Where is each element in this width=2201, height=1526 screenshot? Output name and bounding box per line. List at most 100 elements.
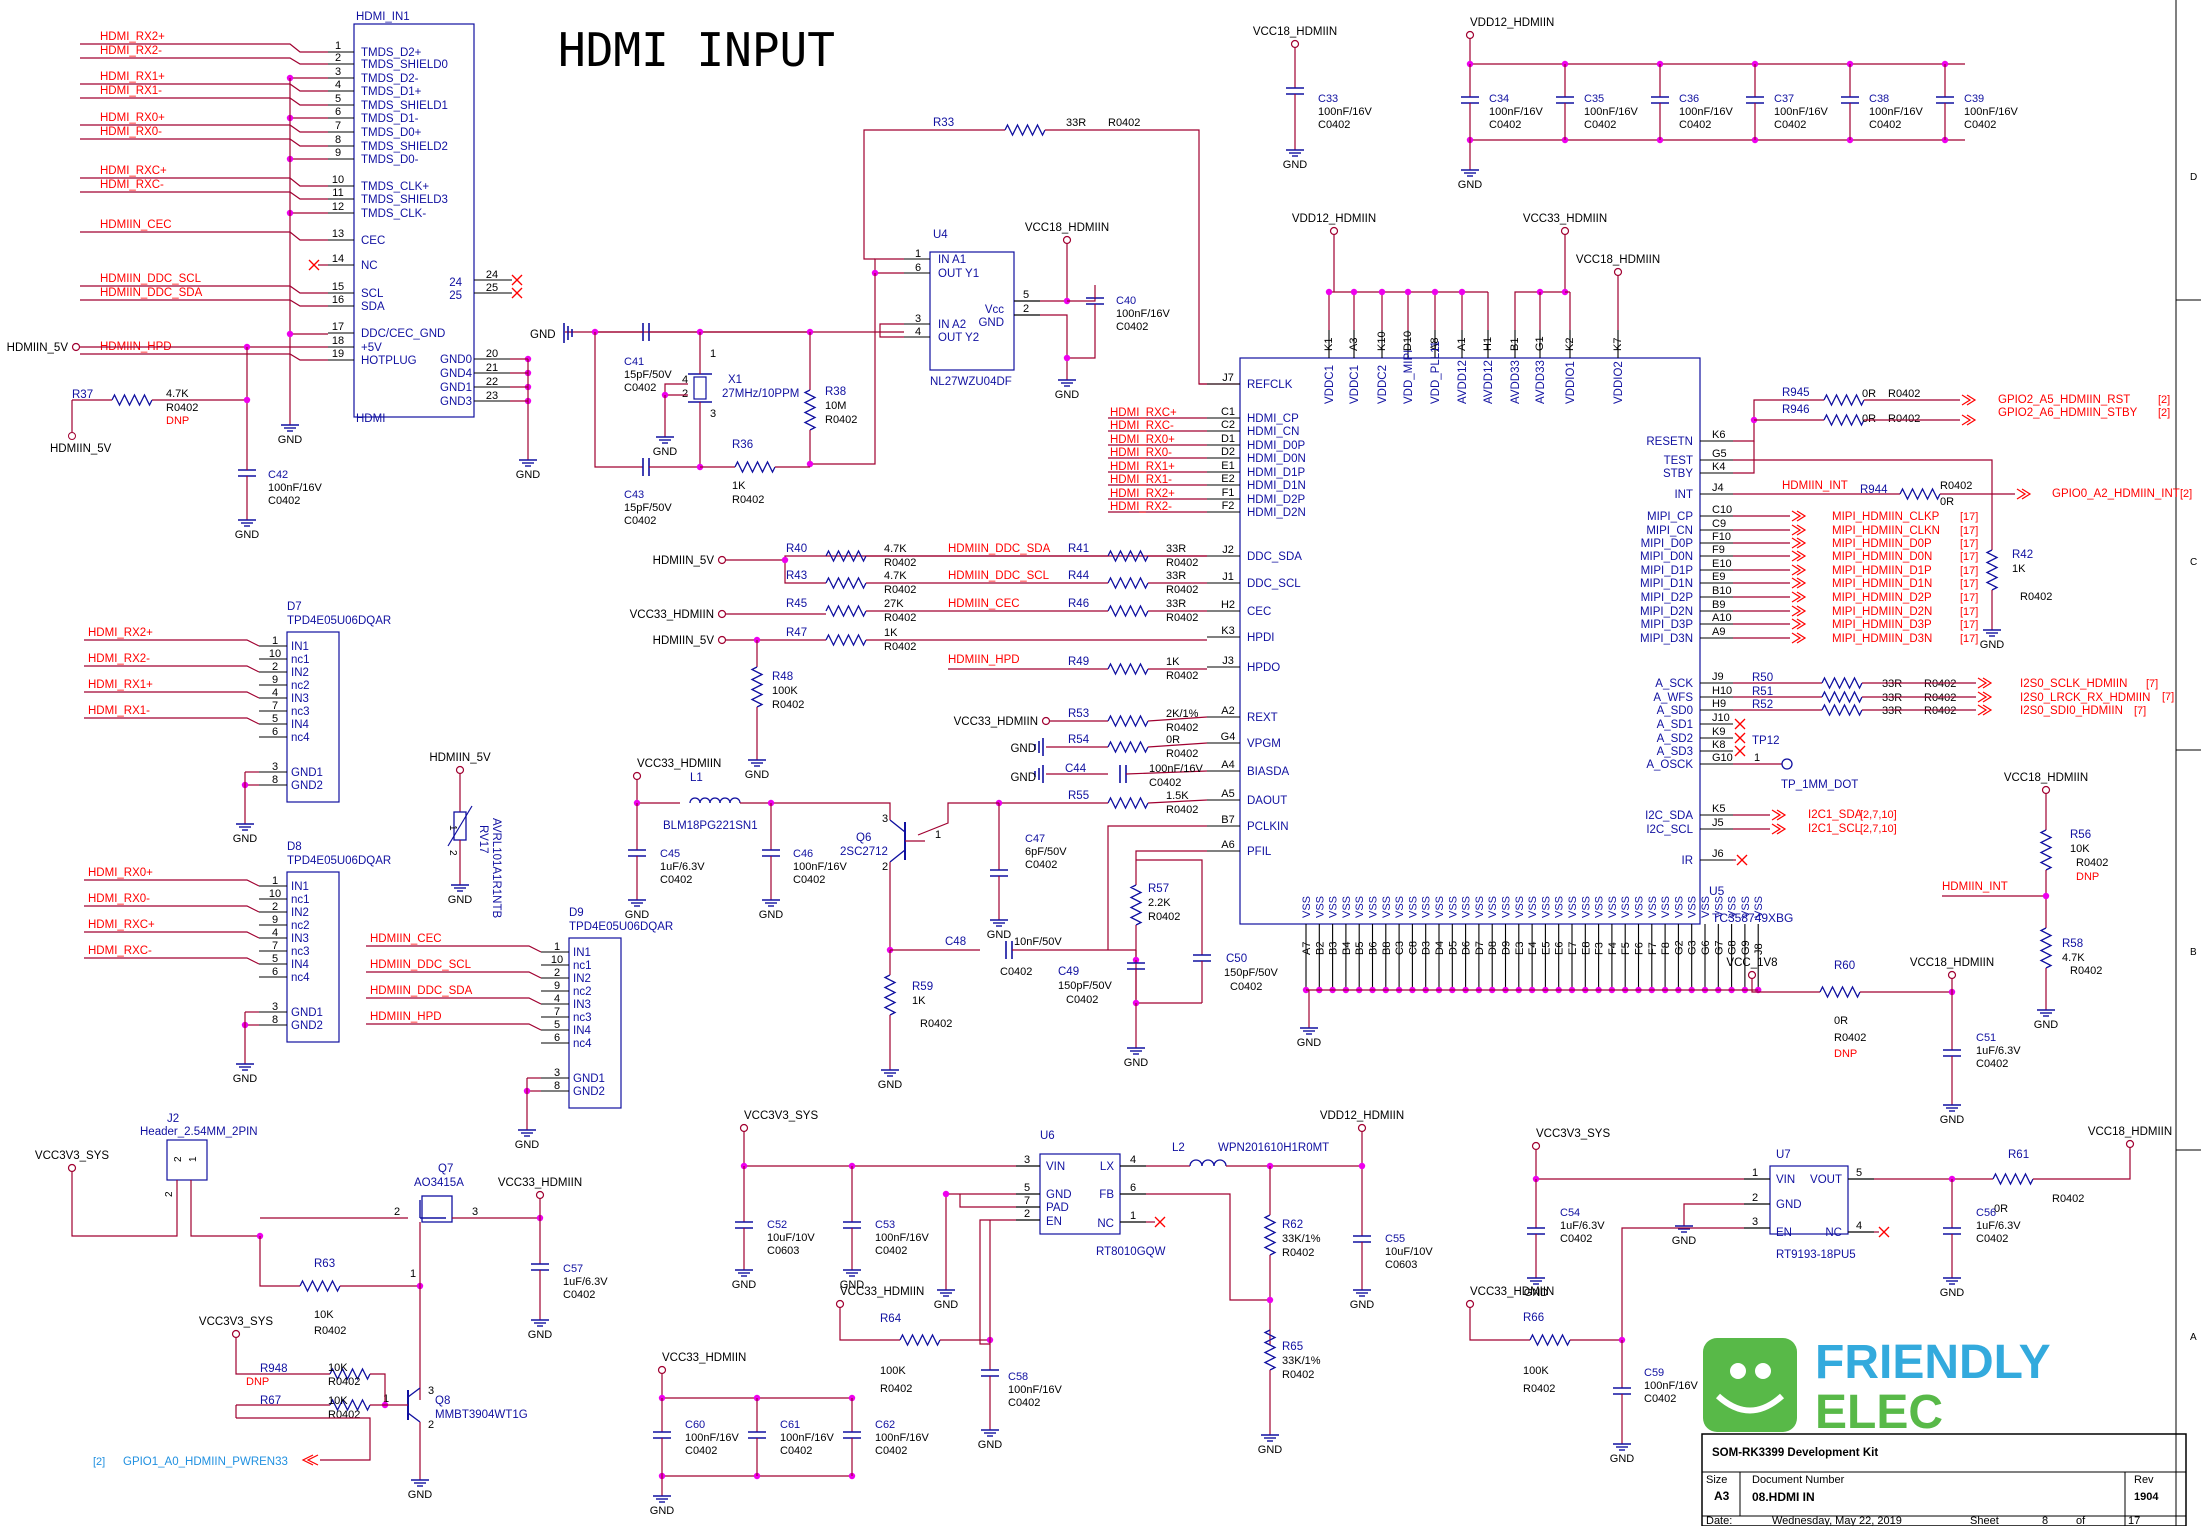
resistor-value: 2K/1% — [1166, 708, 1199, 720]
resistor-ref: R45 — [786, 598, 807, 610]
junction-dot — [243, 396, 251, 404]
power-port — [657, 1365, 667, 1375]
dnp-mark: DNP — [246, 1376, 269, 1388]
resistor-package: R0402 — [1166, 804, 1198, 816]
resistor-package: R0402 — [314, 1325, 346, 1337]
capacitor-ref: C42 — [268, 469, 288, 481]
no-connect-mark — [1736, 854, 1748, 866]
capacitor-value: 6pF/50V — [1025, 846, 1067, 858]
resistor-value: 0R — [1166, 734, 1180, 746]
pin-name: HDMI_D2N — [1247, 507, 1306, 519]
resistor-value: 0R — [1862, 413, 1876, 425]
offpage-net: I2C1_SCL — [1808, 823, 1862, 835]
pin-name: GND1 — [573, 1073, 605, 1085]
resistor-package: R0402 — [884, 557, 916, 569]
pin-name: HPDO — [1247, 662, 1280, 674]
pin-name: HPDI — [1247, 632, 1274, 644]
wire — [1147, 716, 1208, 722]
resistor-ref: R38 — [825, 386, 846, 398]
wire — [1045, 129, 1240, 385]
pin-name: nc2 — [573, 986, 592, 998]
capacitor-value: 100nF/16V — [1149, 763, 1203, 775]
wire — [1733, 459, 1993, 550]
pin-number: 10 — [332, 174, 344, 186]
pin-name: VSS — [1461, 896, 1473, 918]
net-label: HDMI_RX1- — [88, 705, 150, 717]
capacitor-value: 100nF/16V — [1774, 106, 1828, 118]
resistor-value: 33R — [1882, 692, 1902, 704]
pin-number: 1 — [335, 40, 341, 52]
pin-name: IN1 — [291, 881, 309, 893]
pin-number: J1 — [1222, 571, 1234, 583]
pin-name: MIPI_D0N — [1640, 551, 1693, 563]
pin-number: J8 — [1753, 943, 1765, 955]
ground-label: GND — [235, 529, 260, 541]
wire — [594, 332, 643, 468]
resistor-value: 100K — [772, 685, 798, 697]
pin-number: 21 — [486, 362, 498, 374]
resistor-ref: R52 — [1752, 699, 1773, 711]
capacitor-package: C0402 — [1489, 119, 1521, 131]
junction-dot — [1404, 288, 1412, 296]
wire — [1147, 742, 1208, 748]
pin-name: MIPI_D1P — [1641, 565, 1694, 577]
resistor-package: R0402 — [1166, 670, 1198, 682]
pin-number: 1 — [272, 875, 278, 887]
capacitor-ref: C40 — [1116, 295, 1136, 307]
pin-number: 3 — [428, 1385, 434, 1397]
capacitor-ref: C51 — [1976, 1032, 1996, 1044]
resistor-value: 4.7K — [2062, 952, 2085, 964]
wire — [259, 1236, 300, 1287]
wire — [80, 191, 328, 200]
no-connect-mark — [511, 274, 523, 286]
pin-number: B3 — [1328, 942, 1340, 955]
resistor-value: 1K — [884, 627, 898, 639]
ground-label: GND — [515, 1139, 540, 1151]
pin-number: B2 — [1314, 942, 1326, 955]
sheet-size: A3 — [1714, 1489, 1730, 1503]
testpoint-part: TP_1MM_DOT — [1781, 779, 1858, 791]
pin-name: REXT — [1247, 712, 1278, 724]
wire — [874, 258, 904, 274]
pin-number: 5 — [1023, 289, 1029, 301]
pin-name: VSS — [1580, 896, 1592, 918]
resistor-value: 10K — [328, 1395, 348, 1407]
pin-name: NC — [1825, 1227, 1842, 1239]
power-net-label: VCC3V3_SYS — [1536, 1128, 1610, 1140]
ground-label: GND — [625, 909, 650, 921]
pin-name: EN — [1046, 1216, 1062, 1228]
resistor-value: 10K — [2070, 843, 2090, 855]
pin-name: GND — [1776, 1199, 1802, 1211]
pin-name: HDMI_CN — [1247, 426, 1299, 438]
capacitor-package: C0402 — [660, 874, 692, 886]
pin-number: 9 — [272, 914, 278, 926]
power-port — [2125, 1139, 2135, 1149]
power-port — [1041, 716, 1051, 726]
resistor-value: 0R — [1834, 1015, 1848, 1027]
capacitor-ref: C54 — [1560, 1207, 1580, 1219]
zone-letter: C — [2190, 557, 2197, 568]
wire — [1469, 1308, 1530, 1341]
pin-name: VSS — [1474, 896, 1486, 918]
pin-number: 4 — [1856, 1220, 1862, 1232]
resistor-package: R0402 — [1940, 480, 1972, 492]
pin-name: OUT Y2 — [938, 332, 979, 344]
pin-number: J5 — [1712, 817, 1724, 829]
net-label: HDMI_RXC- — [1110, 420, 1174, 432]
resistor-ref: R63 — [314, 1258, 335, 1270]
net-label: HDMI_RX0+ — [88, 867, 153, 879]
tvs-part: TPD4E05U06DQAR — [287, 855, 391, 867]
offpage-net: MIPI_HDMIIN_D2P — [1832, 592, 1932, 604]
capacitor-ref: C46 — [793, 848, 813, 860]
pin-name: TMDS_D1+ — [361, 86, 422, 98]
tvs-ref: D8 — [287, 841, 302, 853]
offpage-net: GPIO0_A2_HDMIIN_INT — [2052, 488, 2180, 500]
pin-number: 25 — [449, 290, 462, 302]
pin-number: 9 — [335, 147, 341, 159]
pin-number: 4 — [335, 79, 341, 91]
power-net-label: HDMIIN_5V — [653, 555, 715, 567]
capacitor-package: C0402 — [1066, 994, 1098, 1006]
pin-number: C8 — [1407, 941, 1419, 955]
pin-number: G3 — [1687, 940, 1699, 955]
resistor-symbol — [1129, 884, 1143, 926]
